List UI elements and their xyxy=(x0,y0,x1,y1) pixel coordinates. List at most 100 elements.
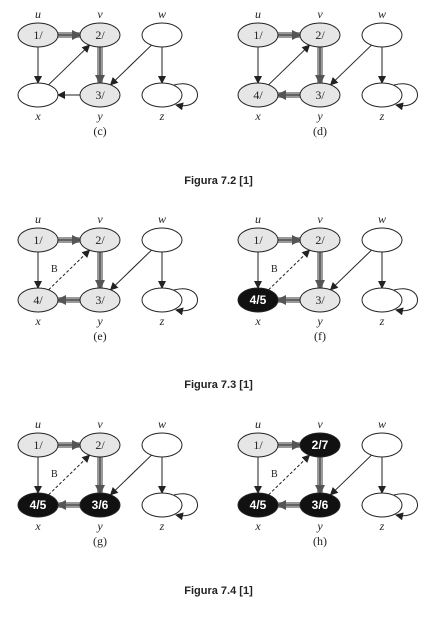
vertex-w xyxy=(141,432,183,458)
vertex-x xyxy=(237,492,279,518)
vertex-time-label: 3/ xyxy=(95,293,105,307)
vertex-time-label: 2/ xyxy=(315,28,325,42)
self-loop-edge xyxy=(173,83,198,111)
vertex-y xyxy=(299,82,341,108)
vertex-w xyxy=(361,227,403,253)
graph-edge xyxy=(329,249,372,291)
vertex-x xyxy=(237,82,279,108)
vertex-name-label: w xyxy=(378,7,386,21)
vertex-name-label: y xyxy=(316,314,323,328)
vertex-name-label: w xyxy=(158,7,166,21)
vertex-time-label: 3/6 xyxy=(92,498,109,512)
vertex-name-label: v xyxy=(97,7,103,21)
subfigure-label: (d) xyxy=(313,124,327,138)
vertex-name-label: z xyxy=(379,519,385,533)
subfigure-label: (h) xyxy=(313,534,327,548)
vertex-time-label: 1/ xyxy=(253,438,263,452)
vertex-u xyxy=(17,227,59,253)
vertex-name-label: x xyxy=(254,519,261,533)
vertex-name-label: v xyxy=(97,212,103,226)
back-edge xyxy=(268,454,311,496)
vertex-v xyxy=(79,432,121,458)
vertex-time-label: 3/6 xyxy=(312,498,329,512)
vertex-name-label: z xyxy=(159,109,165,123)
vertex-u xyxy=(17,22,59,48)
vertex-x xyxy=(237,287,279,313)
vertex-time-label: 3/ xyxy=(315,293,325,307)
vertex-w xyxy=(361,22,403,48)
vertex-z xyxy=(361,287,403,313)
vertex-name-label: z xyxy=(159,519,165,533)
vertex-w xyxy=(141,22,183,48)
back-edge xyxy=(48,249,91,291)
vertex-time-label: 4/5 xyxy=(250,293,267,307)
vertex-y xyxy=(79,492,121,518)
vertex-v xyxy=(299,227,341,253)
vertex-y xyxy=(299,287,341,313)
vertex-z xyxy=(141,287,183,313)
vertex-v xyxy=(79,227,121,253)
vertex-name-label: u xyxy=(35,7,41,21)
vertex-w xyxy=(141,227,183,253)
graph-edge xyxy=(48,44,91,86)
graph-edge xyxy=(109,454,152,496)
vertex-name-label: u xyxy=(255,212,261,226)
vertex-time-label: 4/ xyxy=(33,293,43,307)
subfigure-label: (c) xyxy=(93,124,106,138)
graph-edge xyxy=(268,44,311,86)
vertex-name-label: y xyxy=(96,314,103,328)
vertex-name-label: v xyxy=(97,417,103,431)
back-edge-label: B xyxy=(271,264,278,275)
vertex-name-label: v xyxy=(317,7,323,21)
vertex-time-label: 2/ xyxy=(315,233,325,247)
vertex-z xyxy=(141,492,183,518)
back-edge-label: B xyxy=(51,264,58,275)
self-loop-edge xyxy=(173,493,198,521)
vertex-name-label: v xyxy=(317,417,323,431)
vertex-u xyxy=(237,227,279,253)
vertex-name-label: w xyxy=(158,212,166,226)
vertex-name-label: u xyxy=(255,417,261,431)
vertex-name-label: v xyxy=(317,212,323,226)
vertex-time-label: 1/ xyxy=(253,233,263,247)
vertex-time-label: 2/7 xyxy=(312,438,329,452)
vertex-x xyxy=(17,492,59,518)
vertex-x xyxy=(17,287,59,313)
vertex-y xyxy=(299,492,341,518)
figure-caption-7-4: Figura 7.4 [1] xyxy=(184,585,253,597)
vertex-u xyxy=(17,432,59,458)
vertex-name-label: u xyxy=(35,417,41,431)
back-edge-label: B xyxy=(271,469,278,480)
vertex-x xyxy=(17,82,59,108)
vertex-name-label: u xyxy=(35,212,41,226)
vertex-name-label: y xyxy=(96,519,103,533)
vertex-time-label: 3/ xyxy=(95,88,105,102)
vertex-time-label: 2/ xyxy=(95,438,105,452)
vertex-name-label: x xyxy=(254,109,261,123)
back-edge xyxy=(48,454,91,496)
graph-edge xyxy=(329,454,372,496)
vertex-name-label: y xyxy=(316,519,323,533)
vertex-time-label: 4/ xyxy=(253,88,263,102)
vertex-u xyxy=(237,432,279,458)
graph-edge xyxy=(329,44,372,86)
back-edge xyxy=(268,249,311,291)
vertex-v xyxy=(299,432,341,458)
vertex-name-label: z xyxy=(159,314,165,328)
vertex-time-label: 1/ xyxy=(253,28,263,42)
vertex-name-label: y xyxy=(96,109,103,123)
vertex-v xyxy=(79,22,121,48)
subfigure-label: (f) xyxy=(314,329,326,343)
self-loop-edge xyxy=(173,288,198,316)
vertex-time-label: 3/ xyxy=(315,88,325,102)
vertex-name-label: z xyxy=(379,314,385,328)
vertex-time-label: 4/5 xyxy=(250,498,267,512)
vertex-time-label: 1/ xyxy=(33,233,43,247)
vertex-name-label: w xyxy=(158,417,166,431)
figure-caption-7-3: Figura 7.3 [1] xyxy=(184,379,253,391)
vertex-w xyxy=(361,432,403,458)
